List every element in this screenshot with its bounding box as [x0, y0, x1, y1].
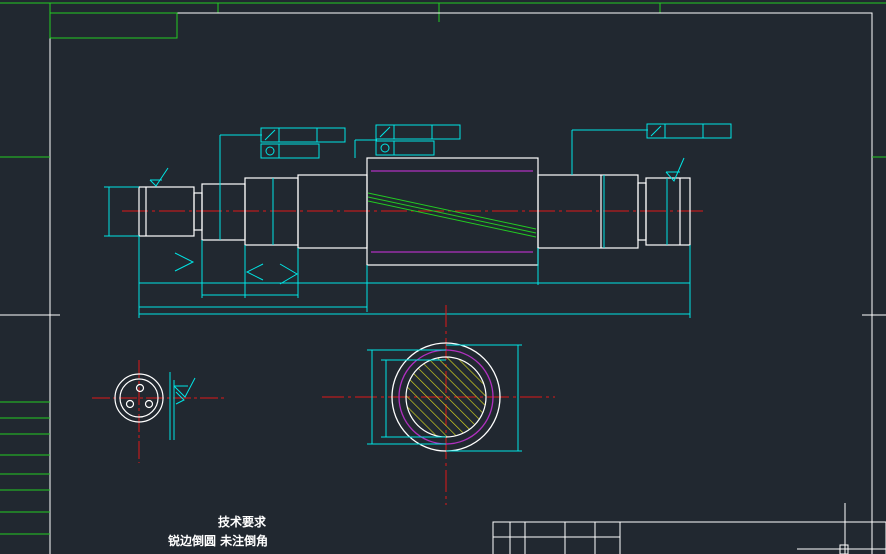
- shaft-cross-section: [322, 305, 555, 505]
- shaft-end-view: [92, 360, 225, 463]
- tech-requirements: 技术要求 锐边倒圆 未注倒角: [168, 514, 268, 548]
- tech-requirements-title: 技术要求: [218, 514, 267, 529]
- dimension-lines: [104, 129, 691, 318]
- tolerance-frame-middle: [375, 124, 461, 156]
- shaft-outline: [138, 157, 691, 266]
- tech-requirements-line-1: 锐边倒圆 未注倒角: [168, 533, 268, 548]
- side-record-table: [0, 401, 50, 535]
- tolerance-frame-left: [260, 127, 346, 159]
- tolerance-frame-right: [646, 123, 732, 139]
- keyway-lines: [371, 170, 533, 253]
- shaft-main-view: [104, 123, 732, 318]
- helical-gear-lines: [367, 192, 537, 238]
- title-block: [492, 503, 886, 554]
